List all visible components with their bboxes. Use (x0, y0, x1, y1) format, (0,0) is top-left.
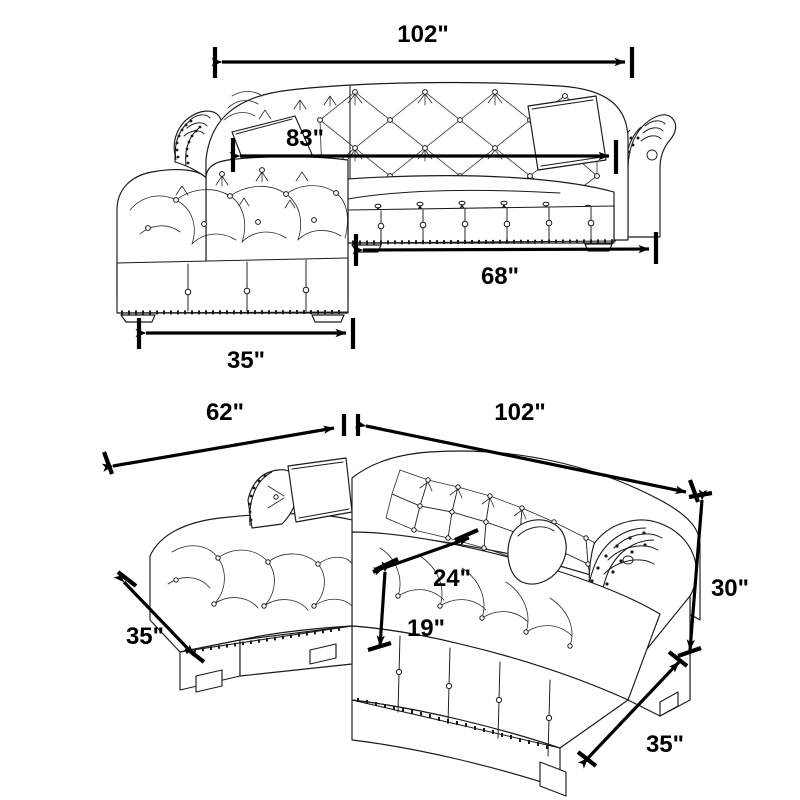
persp-right-arm-knot (622, 555, 634, 565)
dimension-top-base-width: 68" (352, 232, 659, 290)
persp-sofa-nailhead-strip (351, 698, 561, 749)
sofa-base-rail (347, 205, 615, 244)
persp-chaise-foot-2 (309, 643, 337, 665)
throw-pillow-right (527, 95, 607, 171)
left-back-tufting (223, 91, 337, 121)
base-rail-top-seam (347, 205, 615, 211)
chaise-bottom-nailhead-strip (116, 310, 349, 315)
persp-sofa-foot-right (539, 761, 567, 797)
persp-front-rail-buttons (395, 668, 553, 722)
dimension-label-overall-height: 30" (711, 575, 749, 602)
persp-pillow-right (507, 519, 567, 585)
seat-contour-line (347, 189, 561, 200)
dimension-label-seat-height: 19" (407, 615, 445, 642)
sofa-bottom-nailhead-strip (347, 239, 617, 245)
left-arm-scroll (189, 114, 211, 121)
dimension-persp-chaise-depth: 35" (113, 570, 206, 664)
dimension-top-inner-width: 83" (229, 125, 619, 174)
chaise-tuft-buttons (145, 167, 339, 231)
dimension-top-overall-width: 102" (211, 21, 635, 78)
dimension-persp-overall-height: 30" (677, 489, 749, 658)
right-arm-scroll-3 (640, 135, 662, 142)
dimension-label-chaise-width: 35" (227, 347, 265, 374)
persp-right-arm-roll-2 (607, 545, 659, 561)
dimension-persp-sofa-depth: 35" (576, 650, 689, 769)
dimension-label-chaise-depth: 35" (126, 623, 164, 650)
right-arm-scroll-2 (642, 127, 664, 134)
left-arm-scroll-2 (186, 122, 208, 129)
perspective-view: 62" 102" 24" 19" 30" (101, 399, 749, 797)
left-arm-nailheads (175, 119, 202, 165)
persp-chaise-foot (195, 669, 223, 693)
dimension-top-chaise-width: 35" (135, 318, 356, 374)
persp-seat-long-buttons (395, 593, 573, 649)
dimension-label-chaise-length: 62" (206, 399, 244, 426)
dimension-persp-seat-height: 19" (367, 560, 445, 653)
chaise-rail-stitch (187, 259, 307, 312)
dimension-label-inner-width: 83" (286, 125, 324, 152)
front-elevation-view: 102" 83" 68" 35" (116, 21, 677, 374)
dimension-label-base-width: 68" (481, 263, 519, 290)
persp-armrest-x-tuft (267, 485, 285, 509)
dimension-persp-overall-length: 102" (354, 399, 700, 503)
dimension-label-seat-depth: 24" (433, 565, 471, 592)
right-arm-scroll (644, 120, 666, 127)
dimension-label-overall-length: 102" (494, 399, 545, 426)
persp-right-arm-roll-3 (603, 559, 655, 575)
persp-pillow-left (287, 457, 353, 523)
right-arm-outline (627, 114, 677, 238)
base-rail-buttons (377, 219, 595, 230)
right-arm-knot (646, 149, 658, 161)
dimension-label-sofa-depth: 35" (646, 731, 684, 758)
chaise-foot-right (311, 314, 345, 323)
persp-armrest-nail-path (249, 471, 273, 527)
dimension-persp-chaise-length: 62" (101, 399, 347, 475)
chaise-rail-seam (116, 257, 349, 264)
chaise-rail-buttons (184, 286, 310, 296)
persp-armrest-nailheads (248, 474, 267, 522)
persp-pillow-right-seam (517, 526, 555, 537)
dimension-persp-seat-depth: 24" (372, 528, 479, 592)
chaise-base-rail (116, 257, 349, 314)
persp-armrest-button (273, 494, 279, 500)
dimension-label-overall-width: 102" (397, 21, 448, 48)
